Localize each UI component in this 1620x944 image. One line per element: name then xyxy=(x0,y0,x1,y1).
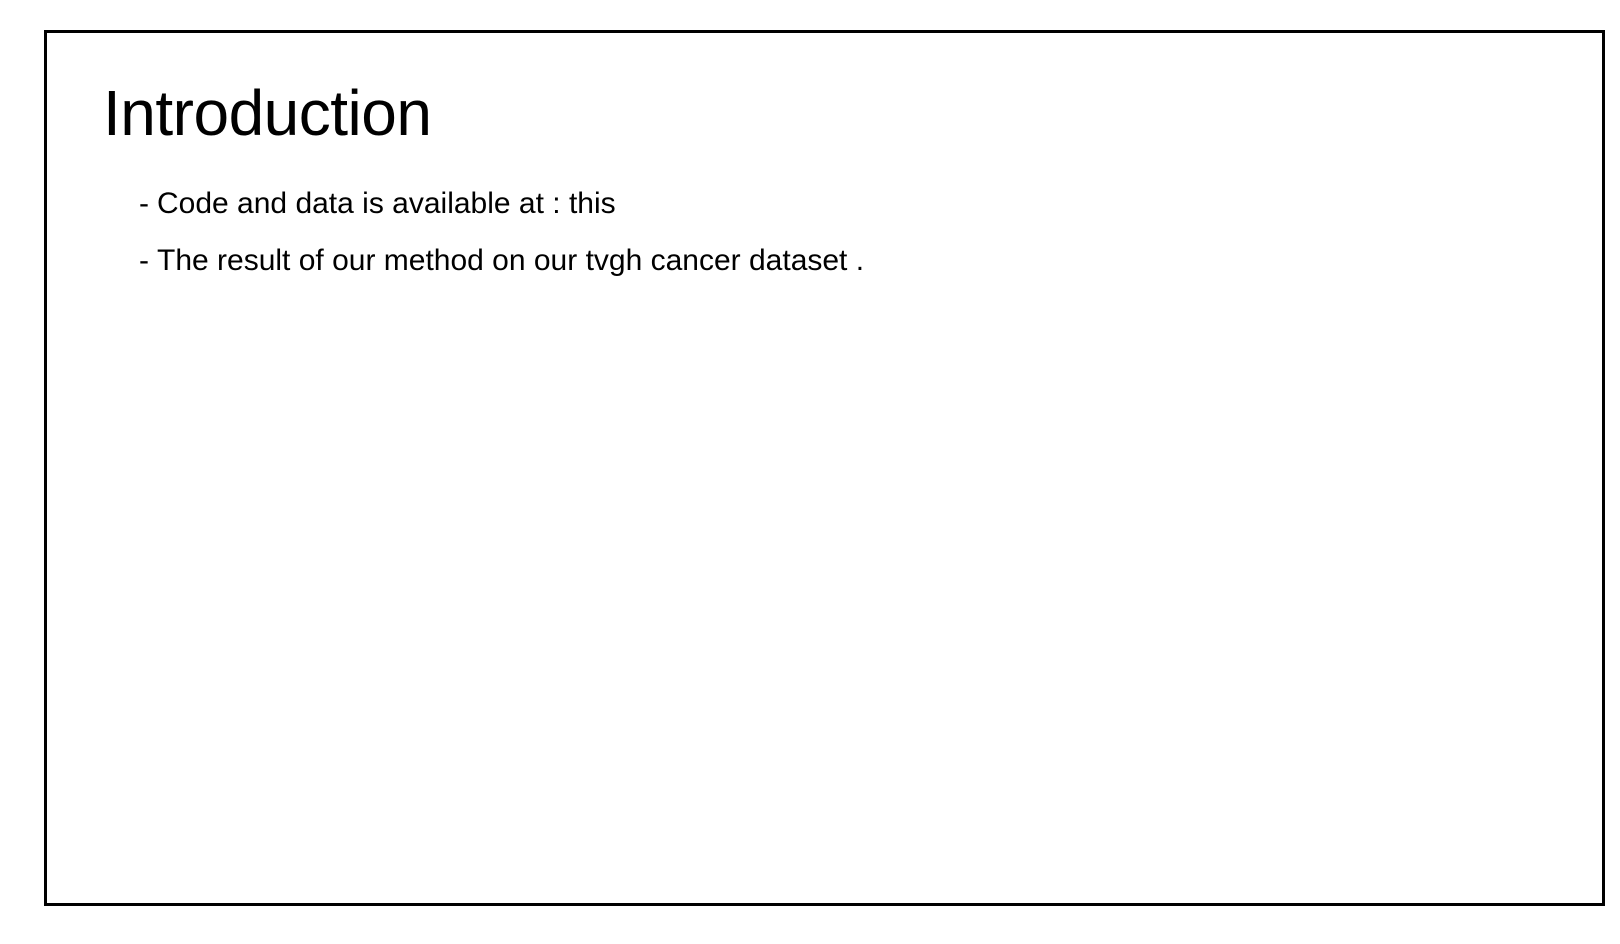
bullet-item-code-availability: -Code and data is available at : this xyxy=(139,175,864,232)
slide-title: Introduction xyxy=(103,77,432,149)
bullet-text: Code and data is available at : this xyxy=(157,187,616,220)
bullet-item-result: -The result of our method on our tvgh ca… xyxy=(139,232,864,289)
slide-frame: Introduction -Code and data is available… xyxy=(44,30,1605,906)
bullet-list: -Code and data is available at : this -T… xyxy=(139,175,864,289)
bullet-text: The result of our method on our tvgh can… xyxy=(157,244,865,277)
bullet-marker: - xyxy=(139,244,149,277)
bullet-marker: - xyxy=(139,187,149,220)
